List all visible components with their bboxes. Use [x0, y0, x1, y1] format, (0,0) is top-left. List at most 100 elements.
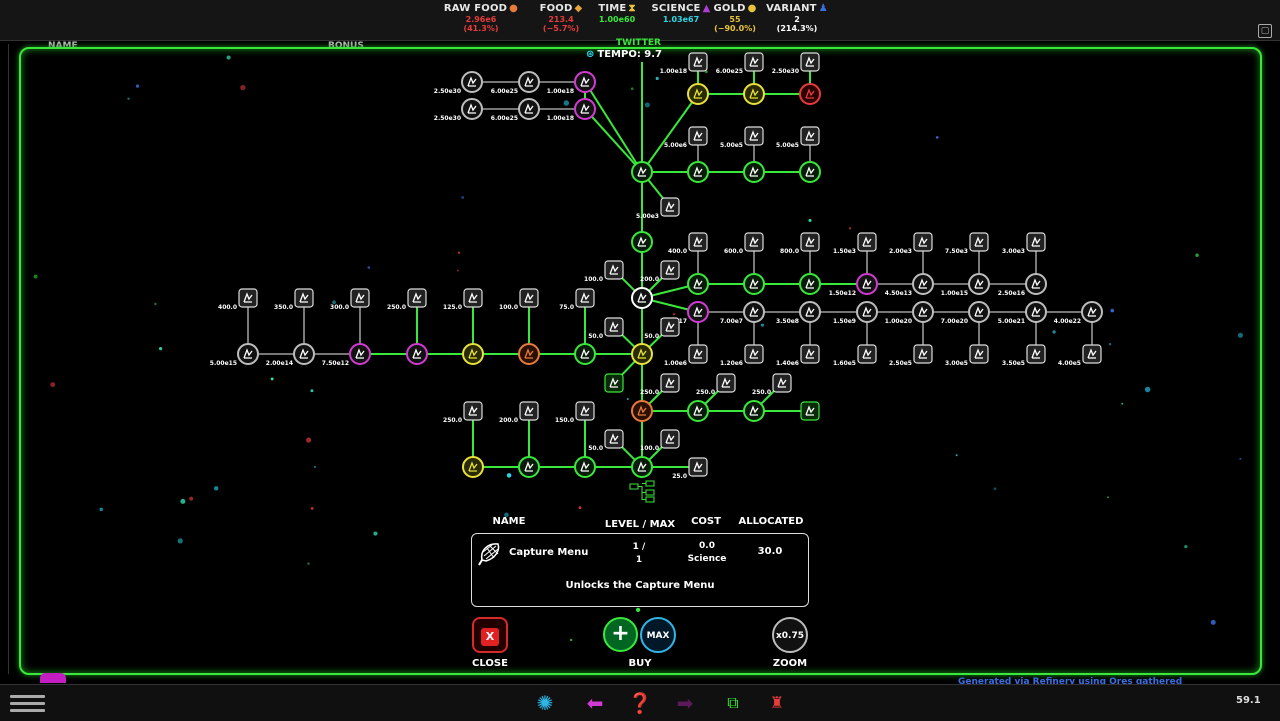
skill-node[interactable]: 2.50e30	[434, 98, 483, 122]
arrow-left-icon[interactable]: ⬅	[586, 691, 604, 715]
skill-node[interactable]: 200.0	[640, 260, 680, 283]
tree-view-icon[interactable]	[629, 480, 655, 503]
skill-node[interactable]: 6.00e25	[491, 98, 540, 122]
skill-node[interactable]: 1.00e18	[547, 71, 596, 95]
skill-node[interactable]: 200.0	[499, 401, 539, 424]
hamburger-menu-button[interactable]	[10, 692, 45, 714]
skill-node[interactable]: 5.00e21	[998, 301, 1047, 325]
skill-node[interactable]: 2.50e30	[772, 52, 820, 75]
skill-node[interactable]: 250.0	[696, 373, 736, 396]
skill-node[interactable]: 1.00e18	[660, 52, 708, 75]
help-icon[interactable]: ❓	[627, 691, 653, 715]
skill-node[interactable]: 1.50e12	[829, 273, 878, 297]
tree-icon[interactable]: ⧉	[727, 693, 739, 712]
skill-node[interactable]: 25.0	[672, 457, 708, 480]
skill-node[interactable]: 7.00e7	[720, 301, 765, 325]
skill-node[interactable]: 3.50e8	[776, 301, 821, 325]
skill-node[interactable]: 1.00e6	[664, 344, 708, 367]
skill-node[interactable]: 50.0	[644, 317, 680, 340]
skill-node[interactable]: 1.40e6	[776, 344, 820, 367]
skill-node[interactable]: 350.0	[274, 288, 314, 311]
skill-node[interactable]	[631, 231, 653, 253]
skill-node[interactable]	[574, 456, 596, 478]
skill-node[interactable]: 7.50e3	[945, 232, 989, 255]
skill-node[interactable]: 4.50e13	[885, 273, 934, 297]
skill-node[interactable]: 2.50e5	[889, 344, 933, 367]
skill-node[interactable]: 2.00e14	[266, 343, 315, 367]
skill-node[interactable]	[799, 161, 821, 183]
skill-node[interactable]	[687, 83, 709, 105]
window-icon[interactable]: ▢	[1258, 24, 1272, 38]
skill-node[interactable]: 7.00e20	[941, 301, 990, 325]
skill-node[interactable]	[518, 343, 540, 365]
skill-node[interactable]: 1.60e5	[833, 344, 877, 367]
skill-node[interactable]	[743, 161, 765, 183]
skill-node[interactable]: 1.00e18	[547, 98, 596, 122]
skill-node[interactable]: 7.50e12	[322, 343, 371, 367]
skill-node[interactable]	[743, 400, 765, 422]
skill-node[interactable]: 3.00e5	[945, 344, 989, 367]
skill-node[interactable]: 50.0	[588, 317, 624, 340]
skill-node[interactable]: 100.0	[499, 288, 539, 311]
skill-node[interactable]	[631, 456, 653, 478]
skill-node[interactable]: 100.0	[640, 429, 680, 452]
skill-node[interactable]: 1.50e9	[833, 301, 878, 325]
skill-node[interactable]	[574, 343, 596, 365]
skill-node[interactable]: 150.0	[555, 401, 595, 424]
skill-node[interactable]: 5.00e6	[664, 126, 708, 149]
skill-node[interactable]	[743, 83, 765, 105]
character-icon[interactable]: ♜	[769, 693, 785, 712]
skill-node[interactable]: 5.00e15	[210, 343, 259, 367]
skill-node[interactable]: 250.0	[443, 401, 483, 424]
skill-node[interactable]: 800.0	[780, 232, 820, 255]
skill-node[interactable]: 5.00e5	[720, 126, 764, 149]
skill-node[interactable]: 75.0	[559, 288, 595, 311]
skill-node[interactable]: 4.00e5	[1058, 344, 1102, 367]
skill-node[interactable]: 2.50e30	[434, 71, 483, 95]
skill-node[interactable]	[800, 401, 820, 421]
skill-node[interactable]: 400.0	[218, 288, 258, 311]
skill-node[interactable]	[518, 456, 540, 478]
arrow-right-icon[interactable]: ➡	[676, 691, 694, 715]
skill-node[interactable]	[743, 273, 765, 295]
skill-node[interactable]	[406, 343, 428, 365]
skill-node[interactable]: 400.0	[668, 232, 708, 255]
zoom-button[interactable]: x0.75	[772, 617, 808, 653]
skill-node[interactable]: 3.50e5	[1002, 344, 1046, 367]
skill-node[interactable]	[687, 161, 709, 183]
skill-node[interactable]	[631, 161, 653, 183]
skill-node[interactable]: 3.00e3	[1002, 232, 1046, 255]
skill-node[interactable]: 2.50e16	[998, 273, 1047, 297]
skill-node[interactable]	[604, 373, 624, 393]
skill-node[interactable]	[687, 400, 709, 422]
skill-node[interactable]	[799, 273, 821, 295]
skill-node[interactable]	[462, 343, 484, 365]
skill-node[interactable]: 6.00e25	[491, 71, 540, 95]
skill-node[interactable]: 250.0	[752, 373, 792, 396]
skill-node[interactable]: 2.00e3	[889, 232, 933, 255]
skill-node[interactable]: 50.0	[588, 429, 624, 452]
skill-node[interactable]: 1.50e3	[833, 232, 877, 255]
skill-node[interactable]: 1.20e6	[720, 344, 764, 367]
portal-icon[interactable]: ✺	[536, 691, 554, 715]
skill-node[interactable]: 250.0	[387, 288, 427, 311]
buy-button[interactable]: +	[603, 617, 638, 652]
skill-node[interactable]: 1.00e20	[885, 301, 934, 325]
skill-node[interactable]: 1.00e15	[941, 273, 990, 297]
skill-node[interactable]	[687, 273, 709, 295]
skill-node[interactable]	[631, 400, 653, 422]
skill-node[interactable]	[631, 343, 653, 365]
skill-node[interactable]: 600.0	[724, 232, 764, 255]
skill-node[interactable]: 5.00e5	[776, 126, 820, 149]
skill-node[interactable]: 125.0	[443, 288, 483, 311]
skill-node[interactable]: 6.00e25	[716, 52, 764, 75]
skill-node[interactable]: 4.00e22	[1054, 301, 1103, 325]
skill-node[interactable]: 100.0	[584, 260, 624, 283]
max-button[interactable]: MAX	[640, 617, 676, 653]
skill-node[interactable]	[462, 456, 484, 478]
skill-node[interactable]: 5.00e3	[636, 197, 680, 220]
skill-node[interactable]	[631, 287, 653, 309]
skill-node[interactable]: 250.0	[640, 373, 680, 396]
skill-node[interactable]: 300.0	[330, 288, 370, 311]
close-button[interactable]: X	[472, 617, 508, 653]
